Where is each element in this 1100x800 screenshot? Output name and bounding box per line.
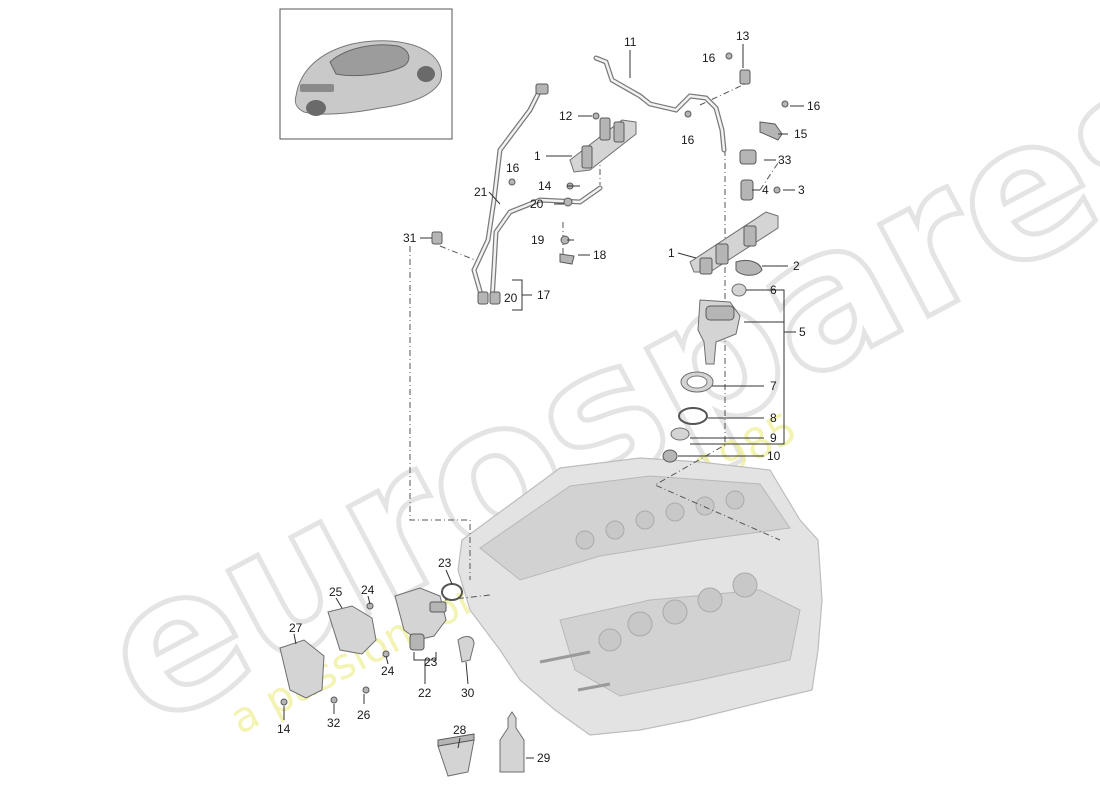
callout-label: 12: [559, 109, 573, 123]
callout-label: 30: [461, 686, 475, 700]
fuel-rail-upper: [569, 117, 637, 173]
callout-label: 16: [807, 99, 821, 113]
callout-label: 20: [504, 291, 518, 305]
callout-label: 20: [530, 197, 544, 211]
callout-label: 16: [506, 161, 520, 175]
high-pressure-line: [593, 55, 727, 153]
callout-label: 33: [778, 153, 792, 167]
callout-label: 16: [681, 133, 695, 147]
callout-label: 4: [762, 183, 769, 197]
callout-label: 19: [531, 233, 545, 247]
callout-label: 2: [793, 259, 800, 273]
callout-label: 24: [381, 664, 395, 678]
callout-label: 9: [770, 431, 777, 445]
callout-label: 14: [277, 722, 291, 736]
callout-label: 26: [357, 708, 371, 722]
callout-label: 11: [624, 35, 637, 49]
callout-label: 5: [799, 325, 806, 339]
callout-label: 7: [770, 379, 777, 393]
callout-label: 25: [329, 585, 343, 599]
fuel-pump-assembly: [279, 583, 475, 706]
sealant-tube: [437, 733, 475, 777]
callout-label: 22: [418, 686, 432, 700]
lubricant-bottle: [499, 711, 525, 773]
leader-lines: [283, 44, 804, 759]
callout-label: 31: [403, 231, 417, 245]
callout-label: 24: [361, 583, 375, 597]
vehicle-thumbnail: [279, 8, 453, 140]
callout-label: 8: [770, 411, 777, 425]
callout-label: 23: [438, 556, 452, 570]
callout-label: 29: [537, 751, 551, 765]
fuel-rail-lower: [689, 211, 779, 275]
callout-label: 17: [537, 288, 551, 302]
callout-label: 32: [327, 716, 341, 730]
car-icon: [294, 40, 442, 116]
callouts: 1 1 2 3 4 5 6 7 8 9 10 11 12 13 14 14 15…: [277, 29, 821, 765]
callout-label: 18: [593, 248, 607, 262]
callout-label: 1: [534, 149, 541, 163]
callout-label: 28: [453, 723, 467, 737]
injector-stack: [662, 299, 741, 463]
callout-label: 15: [794, 127, 808, 141]
callout-label: 14: [538, 179, 552, 193]
callout-label: 6: [770, 283, 777, 297]
callout-label: 3: [798, 183, 805, 197]
callout-label: 16: [702, 51, 716, 65]
callout-label: 13: [736, 29, 750, 43]
callout-label: 27: [289, 621, 303, 635]
engine-block: [457, 457, 823, 736]
callout-label: 23: [424, 655, 438, 669]
callout-label: 21: [474, 185, 488, 199]
callout-label: 1: [668, 246, 675, 260]
callout-label: 10: [767, 449, 781, 463]
fuel-lines: [471, 83, 603, 305]
